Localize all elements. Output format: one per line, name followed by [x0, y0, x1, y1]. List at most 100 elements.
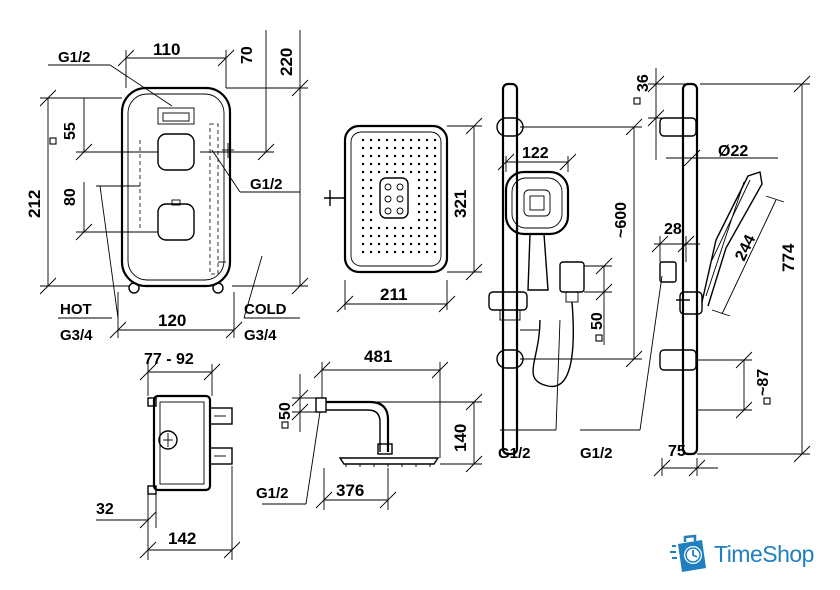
label-height-220: 220	[277, 48, 296, 76]
nozzle-dot	[433, 234, 437, 238]
nozzle-dot	[425, 154, 429, 158]
square-symbol	[763, 397, 771, 405]
nozzle-dot	[433, 202, 437, 206]
nozzle-dot	[361, 146, 365, 150]
nozzle-dot	[409, 242, 413, 246]
nozzle-dot	[433, 162, 437, 166]
nozzle-dot	[433, 226, 437, 230]
nozzle-dot	[409, 234, 413, 238]
nozzle-dot	[417, 226, 421, 230]
label-spacing-87: ~87	[755, 369, 772, 396]
brand-name: TimeShop	[714, 540, 814, 567]
label-height-50-outlet: 50	[589, 312, 606, 330]
label-width-32: 32	[96, 501, 114, 518]
nozzle-dot	[417, 138, 421, 142]
arm-dimensions	[262, 361, 483, 510]
nozzle-dot	[393, 250, 397, 254]
nozzle-dot	[401, 138, 405, 142]
nozzle-dot	[377, 170, 381, 174]
nozzle-dot	[369, 210, 373, 214]
nozzle-dot	[369, 202, 373, 206]
nozzle-dot	[433, 194, 437, 198]
nozzle-dot	[377, 250, 381, 254]
nozzle-dot	[425, 226, 429, 230]
nozzle-dot	[369, 162, 373, 166]
nozzle-dot	[433, 210, 437, 214]
label-diameter-22: Ø22	[718, 143, 748, 160]
nozzle-dot	[401, 146, 405, 150]
label-height-80: 80	[62, 188, 79, 206]
nozzle-dot	[417, 178, 421, 182]
timeshop-logo: TimeShop	[668, 532, 814, 576]
nozzle-dot	[401, 242, 405, 246]
valve-front-view	[120, 86, 234, 294]
nozzle-dot	[425, 138, 429, 142]
nozzle-dot	[361, 234, 365, 238]
nozzle-dot	[401, 170, 405, 174]
rail-front-dimensions	[497, 118, 643, 431]
nozzle-dot	[385, 226, 389, 230]
label-width-122: 122	[522, 145, 549, 162]
nozzle-dot	[385, 234, 389, 238]
nozzle-dot	[385, 250, 389, 254]
nozzle-dot	[377, 138, 381, 142]
nozzle-dot	[361, 210, 365, 214]
nozzle-dot	[393, 146, 397, 150]
nozzle-dot	[425, 162, 429, 166]
nozzle-dot	[369, 218, 373, 222]
nozzle-dot	[425, 194, 429, 198]
nozzle-dot	[361, 226, 365, 230]
nozzle-dot	[401, 154, 405, 158]
label-width-110: 110	[153, 40, 180, 59]
label-hot: HOT	[60, 301, 92, 318]
label-length-600: ~600	[613, 202, 630, 238]
nozzle-dot	[425, 146, 429, 150]
label-width-75: 75	[668, 443, 686, 460]
label-width-120: 120	[158, 311, 186, 330]
nozzle-dot	[433, 146, 437, 150]
overhead-shower-plate	[324, 124, 449, 274]
nozzle-dot	[433, 186, 437, 190]
nozzle-dot	[377, 162, 381, 166]
nozzle-dot	[393, 154, 397, 158]
nozzle-dot	[361, 250, 365, 254]
nozzle-dot	[361, 138, 365, 142]
nozzle-dot	[433, 170, 437, 174]
nozzle-dot	[425, 186, 429, 190]
nozzle-dot	[369, 234, 373, 238]
nozzle-dot	[433, 218, 437, 222]
nozzle-dot	[409, 138, 413, 142]
nozzle-dot	[425, 234, 429, 238]
label-cold: COLD	[244, 301, 287, 318]
nozzle-dot	[417, 250, 421, 254]
nozzle-dot	[369, 186, 373, 190]
nozzle-dot	[369, 154, 373, 158]
nozzle-dot	[409, 226, 413, 230]
label-height-70: 70	[239, 46, 256, 64]
nozzle-dot	[433, 242, 437, 246]
nozzle-dot	[409, 170, 413, 174]
label-width-481: 481	[364, 347, 392, 366]
nozzle-dot	[425, 210, 429, 214]
nozzle-dot	[425, 202, 429, 206]
nozzle-dot	[401, 234, 405, 238]
nozzle-dot	[401, 162, 405, 166]
nozzle-dot	[433, 154, 437, 158]
nozzle-dot	[361, 202, 365, 206]
nozzle-dot	[361, 178, 365, 182]
label-width-28: 28	[664, 221, 682, 238]
label-length-244: 244	[732, 232, 759, 264]
nozzle-dot	[417, 218, 421, 222]
nozzle-dot	[417, 194, 421, 198]
nozzle-dot	[417, 234, 421, 238]
shower-arm-side-view	[315, 397, 440, 467]
nozzle-dot	[401, 250, 405, 254]
nozzle-dot	[425, 250, 429, 254]
nozzle-dot	[377, 226, 381, 230]
nozzle-dot	[433, 250, 437, 254]
nozzle-dot	[369, 178, 373, 182]
nozzle-dot	[393, 170, 397, 174]
square-symbol	[633, 97, 641, 105]
nozzle-dot	[361, 154, 365, 158]
nozzle-dot	[393, 242, 397, 246]
